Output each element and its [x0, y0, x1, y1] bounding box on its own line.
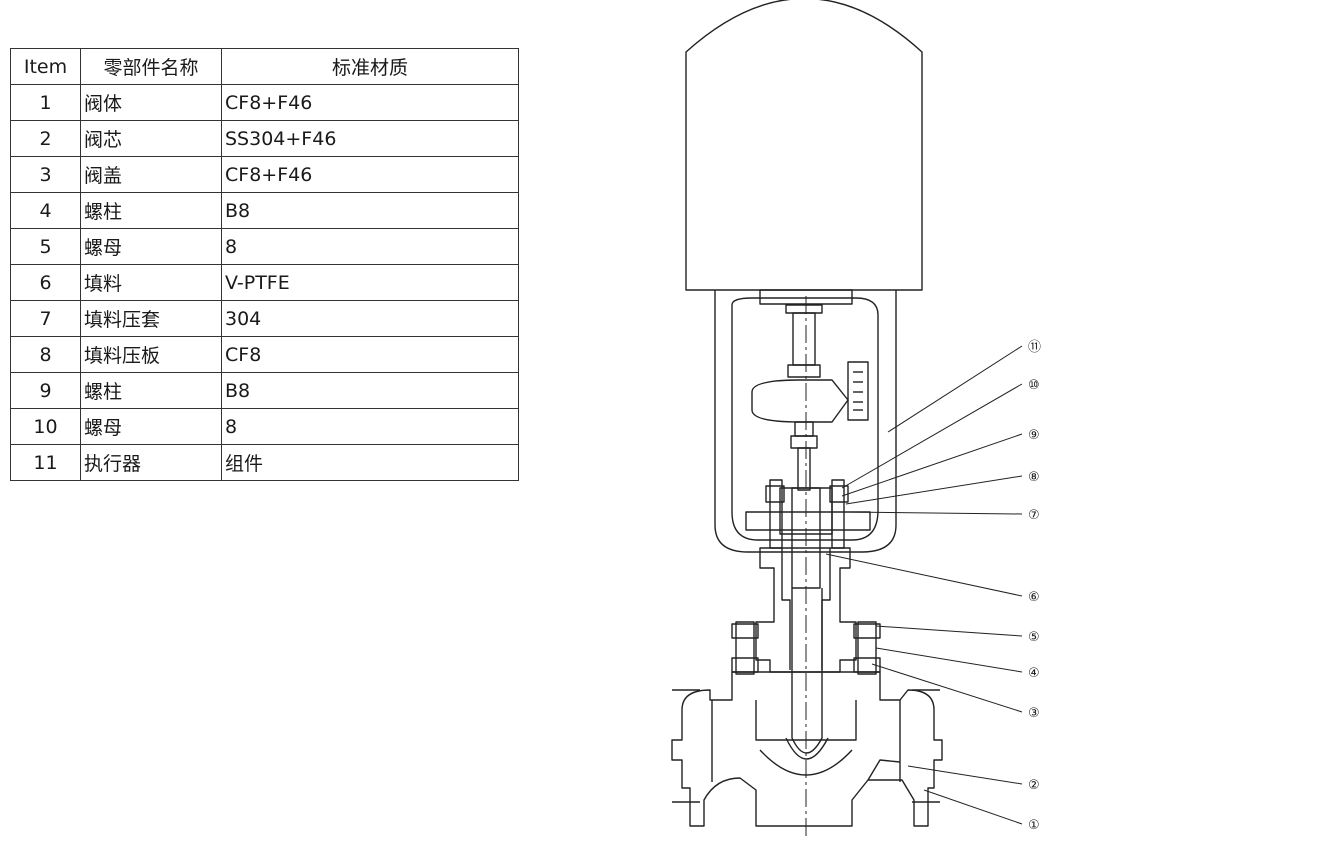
- row-item-number: 10: [10, 408, 81, 445]
- row-item-number: 11: [10, 444, 81, 481]
- leader-lines: [825, 345, 1023, 825]
- actuator-housing: [685, 0, 923, 291]
- table-header-row: Item 零部件名称 标准材质: [10, 48, 519, 85]
- row-part-name: 填料: [80, 264, 222, 301]
- row-item-number: 8: [10, 336, 81, 373]
- row-material: B8: [221, 372, 519, 409]
- callout-1: ①: [1028, 818, 1040, 833]
- valve-body: [671, 671, 943, 827]
- callout-10: ⑩: [1028, 378, 1040, 393]
- callout-5: ⑤: [1028, 630, 1040, 645]
- row-part-name: 填料压板: [80, 336, 222, 373]
- row-material: 304: [221, 300, 519, 337]
- callout-2: ②: [1028, 778, 1040, 793]
- callout-11: ⑪: [1028, 340, 1041, 355]
- header-item: Item: [10, 48, 81, 85]
- callout-9: ⑨: [1028, 428, 1040, 443]
- row-item-number: 1: [10, 84, 81, 121]
- row-material: B8: [221, 192, 519, 229]
- row-item-number: 3: [10, 156, 81, 193]
- row-item-number: 5: [10, 228, 81, 265]
- row-part-name: 螺母: [80, 228, 222, 265]
- header-part-name: 零部件名称: [80, 48, 222, 85]
- actuator-stem: [751, 304, 849, 491]
- row-material: CF8: [221, 336, 519, 373]
- row-material: 8: [221, 408, 519, 445]
- row-part-name: 螺柱: [80, 372, 222, 409]
- row-material: V-PTFE: [221, 264, 519, 301]
- packing-assembly: [745, 479, 871, 589]
- callout-4: ④: [1028, 666, 1040, 681]
- callout-8: ⑧: [1028, 470, 1040, 485]
- row-item-number: 9: [10, 372, 81, 409]
- callouts: ⑪ ⑩ ⑨ ⑧ ⑦ ⑥ ⑤ ④ ③ ② ①: [1028, 340, 1041, 833]
- valve-plug: [785, 588, 829, 760]
- row-material: CF8+F46: [221, 156, 519, 193]
- row-material: SS304+F46: [221, 120, 519, 157]
- row-material: 组件: [221, 444, 519, 481]
- row-material: CF8+F46: [221, 84, 519, 121]
- stroke-indicator-scale: [847, 361, 869, 421]
- row-part-name: 执行器: [80, 444, 222, 481]
- callout-6: ⑥: [1028, 590, 1040, 605]
- row-part-name: 阀芯: [80, 120, 222, 157]
- row-part-name: 阀盖: [80, 156, 222, 193]
- row-item-number: 2: [10, 120, 81, 157]
- row-part-name: 螺柱: [80, 192, 222, 229]
- callout-3: ③: [1028, 706, 1040, 721]
- callout-7: ⑦: [1028, 508, 1040, 523]
